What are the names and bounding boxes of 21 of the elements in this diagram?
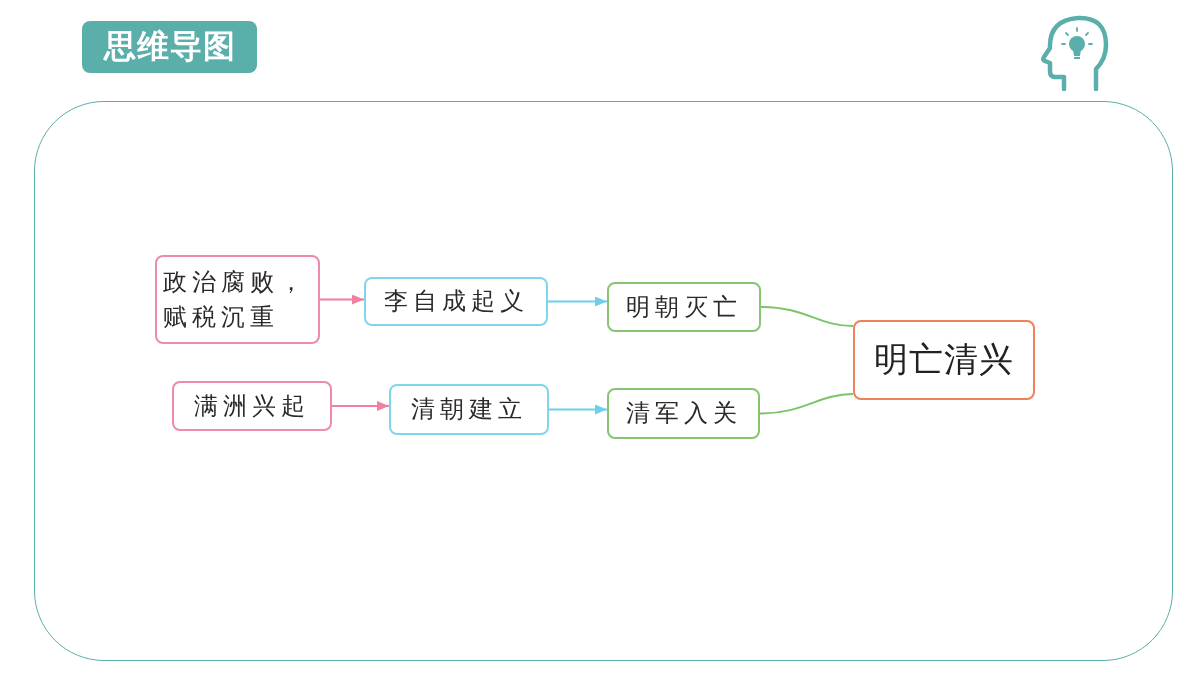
topic-text: 清军入关 xyxy=(625,398,742,430)
arrow xyxy=(548,404,608,415)
topic-text: 政治腐败，赋税沉重 xyxy=(162,266,309,333)
title-label: 思维导图 xyxy=(82,21,257,73)
topic-box xyxy=(607,282,761,332)
topic-text: 清朝建立 xyxy=(411,394,527,426)
topic-box xyxy=(607,388,760,439)
topic-text: 明朝灭亡 xyxy=(626,291,742,323)
topic-box xyxy=(389,384,549,435)
central-topic-box xyxy=(853,320,1035,400)
connector-line xyxy=(760,306,854,327)
central-topic-text: 明亡清兴 xyxy=(874,338,1014,382)
topic-box xyxy=(172,381,332,431)
arrow xyxy=(331,401,390,411)
topic-text: 李自成起义 xyxy=(383,286,529,318)
topic-text: 满洲兴起 xyxy=(194,390,310,422)
arrow xyxy=(319,294,365,305)
topic-box xyxy=(155,255,320,344)
connector-line xyxy=(759,393,854,415)
topic-box xyxy=(364,277,548,326)
arrow xyxy=(547,296,608,307)
